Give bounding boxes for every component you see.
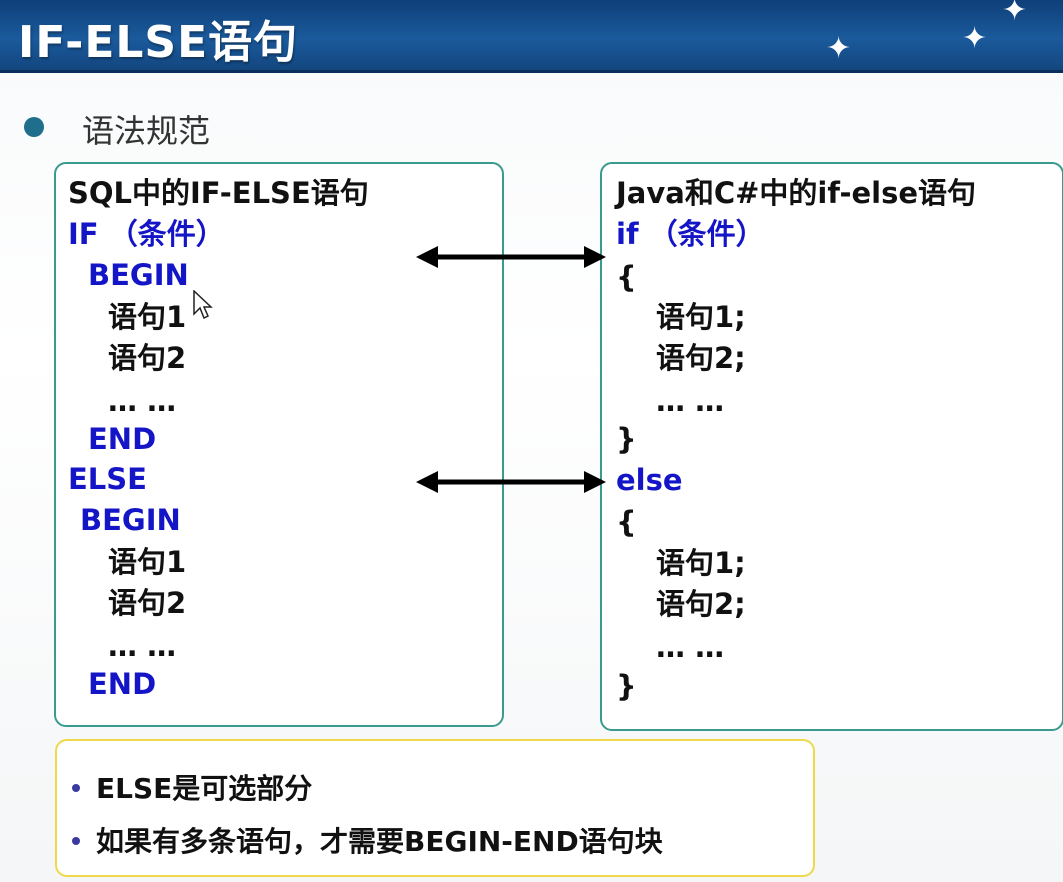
sql-line: … … [108,629,177,663]
java-line: if （条件） [616,217,765,251]
sql-line: BEGIN [88,258,189,292]
sql-line: IF （条件） [68,217,225,251]
sql-line: 语句2 [108,586,187,620]
title-bar: IF-ELSE语句 ✦ ✦ ✦ [0,0,1063,73]
java-line: 语句1; [656,546,746,580]
star-icon: ✦ [826,31,852,66]
star-icon: ✦ [962,21,988,56]
sql-line: 语句1 [108,300,187,334]
sql-line: 语句2 [108,341,187,375]
sql-line: BEGIN [80,503,181,537]
mouse-cursor-icon [193,290,213,320]
java-syntax-box [600,162,1063,731]
java-line: 语句2; [656,341,746,375]
java-line: { [616,505,637,539]
bullet-icon [24,117,44,137]
sql-box-heading: SQL中的IF-ELSE语句 [68,176,369,210]
sql-line: … … [108,384,177,418]
sql-line: END [88,422,157,456]
java-line: … … [656,384,725,418]
note-item: 如果有多条语句，才需要BEGIN-END语句块 [96,825,663,858]
note-bullet-icon [72,837,80,845]
note-bullet-icon [72,784,80,792]
java-line: 语句2; [656,587,746,621]
slide-title: IF-ELSE语句 [18,17,299,68]
java-line: else [616,463,683,497]
sql-line: END [88,667,157,701]
java-line: … … [656,630,725,664]
sql-line: ELSE [68,462,147,496]
section-label: 语法规范 [82,112,211,150]
java-line: { [616,260,637,294]
note-item: ELSE是可选部分 [96,772,313,805]
star-icon: ✦ [1002,0,1028,28]
sql-line: 语句1 [108,545,187,579]
double-arrow-icon [416,471,606,493]
double-arrow-icon [416,246,606,268]
java-line: } [616,422,637,456]
java-line: } [616,669,637,703]
java-line: 语句1; [656,300,746,334]
java-box-heading: Java和C#中的if-else语句 [616,176,977,210]
notes-box [55,739,815,877]
